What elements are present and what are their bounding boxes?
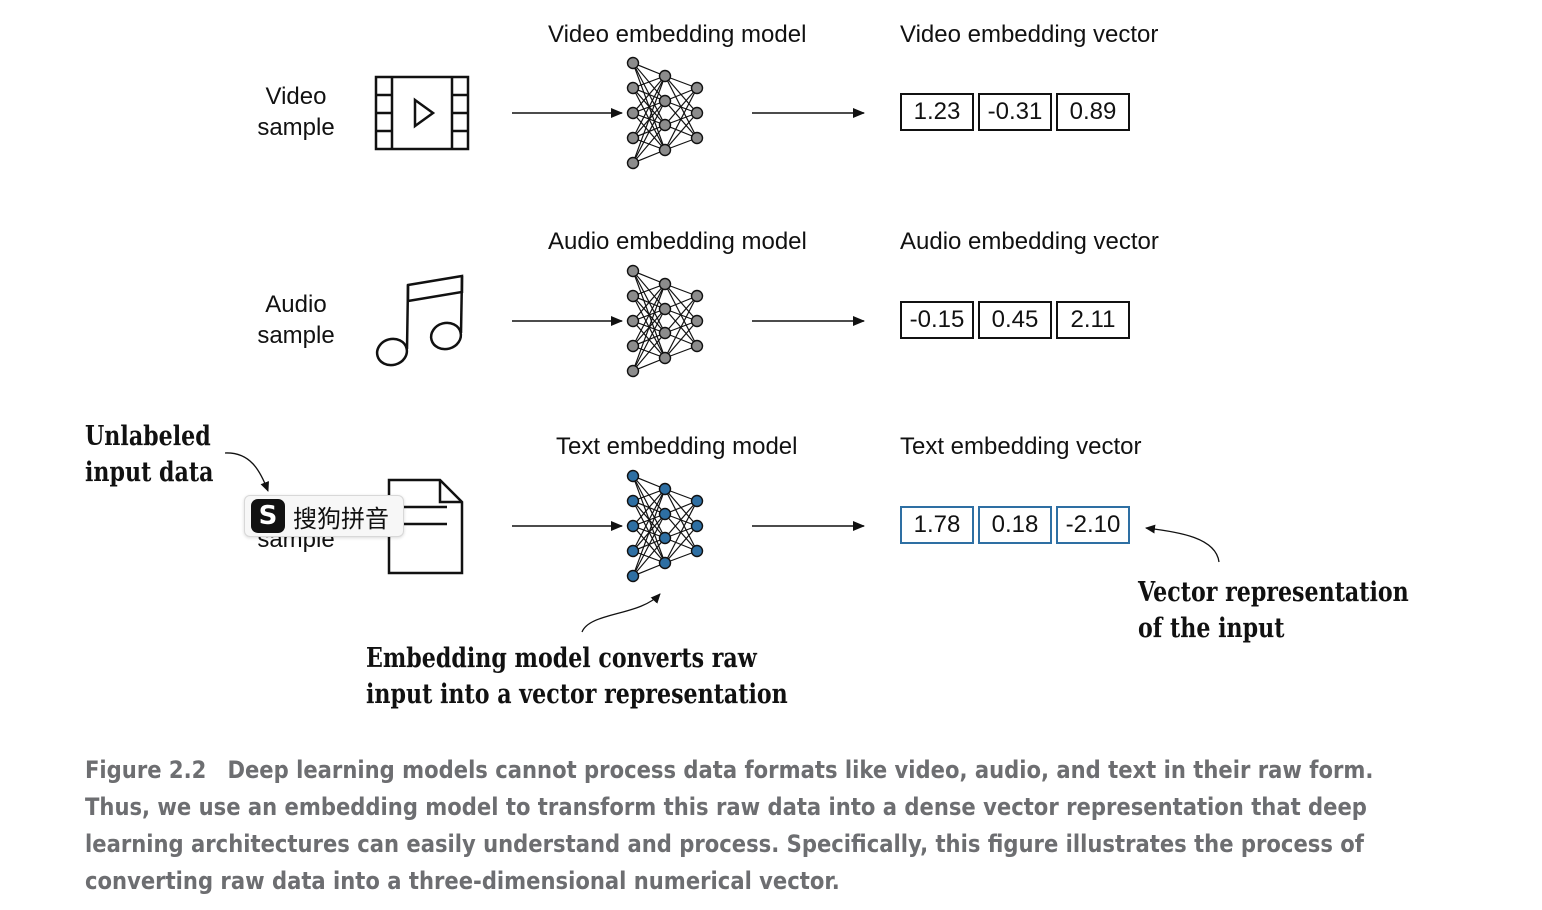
embedding-vector: 1.78 0.18 -2.10 — [900, 506, 1130, 544]
neuron-node — [658, 531, 672, 545]
music-note-icon — [375, 274, 464, 367]
neuron-node — [626, 156, 640, 170]
vector-cell: -0.15 — [900, 301, 974, 339]
vector-cell: -2.10 — [1056, 506, 1130, 544]
neuron-node — [658, 69, 672, 83]
neuron-node — [658, 507, 672, 521]
neuron-node — [626, 569, 640, 583]
neuron-node — [690, 519, 704, 533]
vector-title: Text embedding vector — [900, 433, 1142, 460]
neuron-node — [690, 81, 704, 95]
neuron-node — [626, 314, 640, 328]
neuron-node — [690, 544, 704, 558]
neuron-node — [658, 302, 672, 316]
neuron-node — [626, 289, 640, 303]
vector-title: Audio embedding vector — [900, 228, 1159, 255]
vector-cell: 2.11 — [1056, 301, 1130, 339]
sample-label: Audio sample — [257, 291, 335, 349]
neuron-node — [626, 364, 640, 378]
sogou-logo-icon[interactable]: S — [251, 499, 285, 533]
ime-label[interactable]: 搜狗拼音 — [293, 504, 389, 533]
neuron-node — [626, 544, 640, 558]
neuron-node — [626, 469, 640, 483]
vector-cell: 0.45 — [978, 301, 1052, 339]
ime-toolbar[interactable]: S 搜狗拼音 — [244, 495, 404, 537]
model-title: Text embedding model — [556, 433, 798, 460]
annotation-vector: Vector representation of the input — [1138, 577, 1409, 644]
neuron-node — [626, 81, 640, 95]
vector-title: Video embedding vector — [900, 21, 1159, 48]
neuron-node — [658, 118, 672, 132]
neural-network-icon — [626, 56, 704, 170]
annotation-input: Unlabeled input data — [85, 421, 214, 488]
sample-label: Video sample — [257, 83, 335, 141]
callout-arrow-model — [581, 593, 661, 633]
neural-network-icon — [626, 469, 704, 583]
neuron-node — [690, 289, 704, 303]
video-film-icon — [374, 75, 470, 151]
neuron-node — [626, 264, 640, 278]
neuron-node — [690, 314, 704, 328]
callout-arrow-input — [224, 452, 269, 492]
neuron-node — [658, 277, 672, 291]
neuron-node — [690, 494, 704, 508]
figure-number: Figure 2.2 — [85, 756, 207, 784]
neuron-node — [658, 351, 672, 365]
embedding-vector: -0.15 0.45 2.11 — [900, 301, 1130, 339]
neuron-node — [690, 106, 704, 120]
document-icon — [387, 478, 464, 575]
vector-cell: 1.23 — [900, 93, 974, 131]
neuron-node — [658, 94, 672, 108]
embedding-vector: 1.23 -0.31 0.89 — [900, 93, 1130, 131]
caption-text: Deep learning models cannot process data… — [85, 756, 1374, 895]
neuron-node — [626, 131, 640, 145]
neuron-node — [690, 131, 704, 145]
neuron-node — [626, 339, 640, 353]
vector-cell: -0.31 — [978, 93, 1052, 131]
model-title: Video embedding model — [548, 21, 807, 48]
vector-cell: 0.89 — [1056, 93, 1130, 131]
neuron-node — [658, 556, 672, 570]
neuron-node — [658, 326, 672, 340]
model-title: Audio embedding model — [548, 228, 807, 255]
annotation-model: Embedding model converts raw input into … — [366, 643, 788, 710]
vector-cell: 1.78 — [900, 506, 974, 544]
neural-network-icon — [626, 264, 704, 378]
neuron-node — [626, 519, 640, 533]
neuron-node — [658, 482, 672, 496]
neuron-node — [626, 106, 640, 120]
neuron-node — [690, 339, 704, 353]
neuron-node — [626, 56, 640, 70]
neuron-node — [658, 143, 672, 157]
neuron-node — [626, 494, 640, 508]
vector-cell: 0.18 — [978, 506, 1052, 544]
callout-arrow-vector — [1145, 524, 1220, 563]
